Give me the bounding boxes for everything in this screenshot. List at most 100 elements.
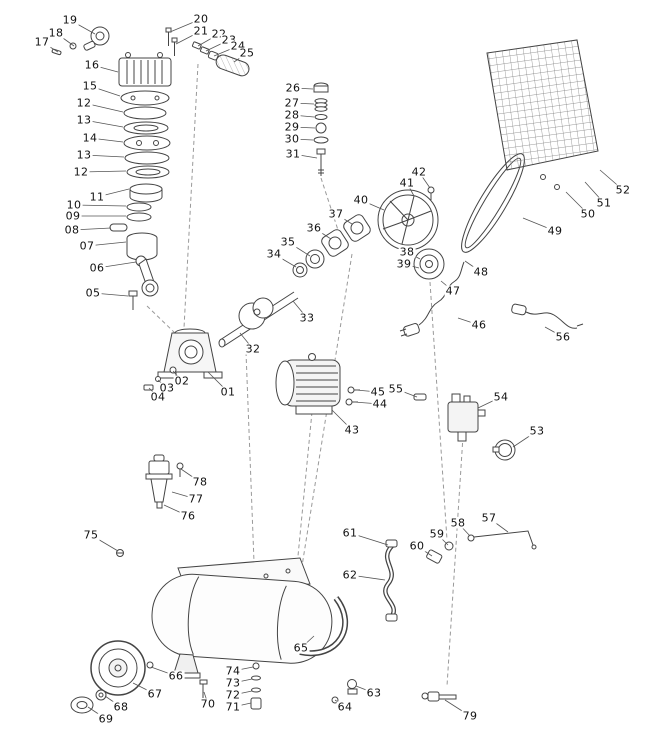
head-bolts-group — [165, 27, 178, 56]
screw-75-group — [116, 549, 124, 557]
crankcase-group — [143, 328, 223, 391]
pressure-switch-group — [413, 393, 516, 461]
leader-line-31 — [292, 153, 318, 159]
leader-line-11 — [96, 188, 130, 198]
leader-line-02 — [172, 370, 183, 382]
belt-guard-grille — [486, 39, 599, 190]
leader-line-20 — [169, 18, 202, 33]
power-cord-group — [399, 261, 465, 337]
leader-line-50 — [565, 191, 589, 215]
leader-line-57 — [488, 517, 509, 533]
air-filter-group — [191, 41, 250, 77]
leader-line-06 — [96, 261, 137, 269]
leader-line-19 — [69, 19, 96, 35]
leader-line-63 — [355, 685, 375, 694]
leader-line-27 — [291, 102, 315, 105]
piston-assembly-group — [109, 202, 159, 310]
leader-line-47 — [440, 280, 454, 292]
leader-line-72 — [232, 690, 253, 696]
leader-line-46 — [457, 317, 480, 326]
leader-line-66 — [150, 666, 177, 677]
check-valve-stack — [313, 82, 329, 176]
leader-line-29 — [291, 126, 316, 129]
discharge-hose-group — [383, 530, 537, 622]
leader-line-36 — [313, 227, 332, 240]
leader-line-18 — [55, 32, 75, 47]
leader-line-13 — [83, 119, 124, 128]
leader-line-39 — [403, 263, 420, 269]
leader-line-25 — [233, 52, 248, 63]
leader-line-10 — [73, 204, 127, 207]
leader-line-76 — [163, 504, 189, 517]
leader-line-28 — [291, 114, 315, 118]
tank-group — [151, 557, 349, 679]
leader-line-35 — [287, 241, 311, 257]
leader-line-15 — [89, 85, 121, 97]
leader-line-78 — [180, 468, 201, 483]
leader-line-38 — [406, 251, 421, 260]
leader-line-03 — [157, 379, 168, 389]
leader-line-67 — [132, 682, 156, 695]
leader-line-62 — [349, 574, 386, 581]
leader-line-79 — [444, 699, 471, 717]
leader-line-40 — [360, 199, 385, 211]
leader-line-30 — [291, 138, 314, 141]
drain-bolt-group — [199, 662, 262, 710]
leader-line-60 — [416, 545, 433, 557]
leader-line-12 — [83, 102, 124, 113]
leader-line-05 — [92, 292, 129, 297]
leader-line-12 — [80, 170, 127, 173]
leader-line-14 — [89, 137, 124, 143]
leader-line-44 — [353, 401, 381, 405]
leader-line-22 — [197, 33, 220, 47]
leader-line-64 — [334, 699, 346, 708]
leader-line-70 — [203, 691, 209, 705]
leader-line-58 — [457, 522, 471, 537]
leader-line-75 — [90, 534, 119, 552]
leader-line-34 — [273, 253, 297, 268]
wheel-group — [70, 640, 154, 714]
leader-line-16 — [91, 64, 119, 73]
leader-line-33 — [292, 300, 308, 319]
leader-line-59 — [436, 533, 449, 546]
leader-line-01 — [207, 371, 229, 393]
power-cord-2-group — [511, 303, 584, 329]
leader-line-17 — [41, 41, 59, 53]
leader-line-42 — [418, 171, 431, 189]
crankshaft-group — [218, 214, 371, 348]
outlet-fitting-group — [421, 691, 457, 702]
filter-regulator-group — [145, 454, 184, 509]
leader-line-51 — [584, 181, 605, 204]
leader-line-41 — [406, 182, 415, 197]
gasket-valve-plate-stack — [120, 90, 171, 203]
leader-line-69 — [87, 706, 107, 720]
leader-line-53 — [512, 430, 538, 448]
leader-line-04 — [148, 387, 159, 398]
leader-line-07 — [86, 241, 127, 247]
leader-line-74 — [232, 666, 254, 672]
cylinder-head-group — [118, 52, 172, 87]
leader-line-73 — [232, 678, 253, 684]
leader-line-45 — [355, 389, 379, 393]
leader-line-32 — [239, 332, 254, 350]
leader-line-68 — [104, 695, 122, 708]
leader-line-21 — [175, 30, 202, 45]
leader-line-23 — [205, 39, 230, 52]
unloader-valve-group — [51, 26, 110, 56]
leader-line-48 — [464, 260, 482, 273]
leader-line-26 — [292, 87, 314, 90]
leader-line-37 — [335, 213, 353, 225]
pulley-group — [413, 248, 445, 280]
leader-line-54 — [477, 396, 502, 409]
leader-line-13 — [83, 154, 125, 158]
leader-line-08 — [71, 227, 112, 231]
leader-line-43 — [331, 409, 353, 431]
leader-line-52 — [599, 169, 624, 191]
leader-line-56 — [544, 326, 564, 338]
leader-line-77 — [171, 491, 197, 500]
leader-line-49 — [522, 217, 556, 232]
leader-line-71 — [232, 702, 252, 708]
